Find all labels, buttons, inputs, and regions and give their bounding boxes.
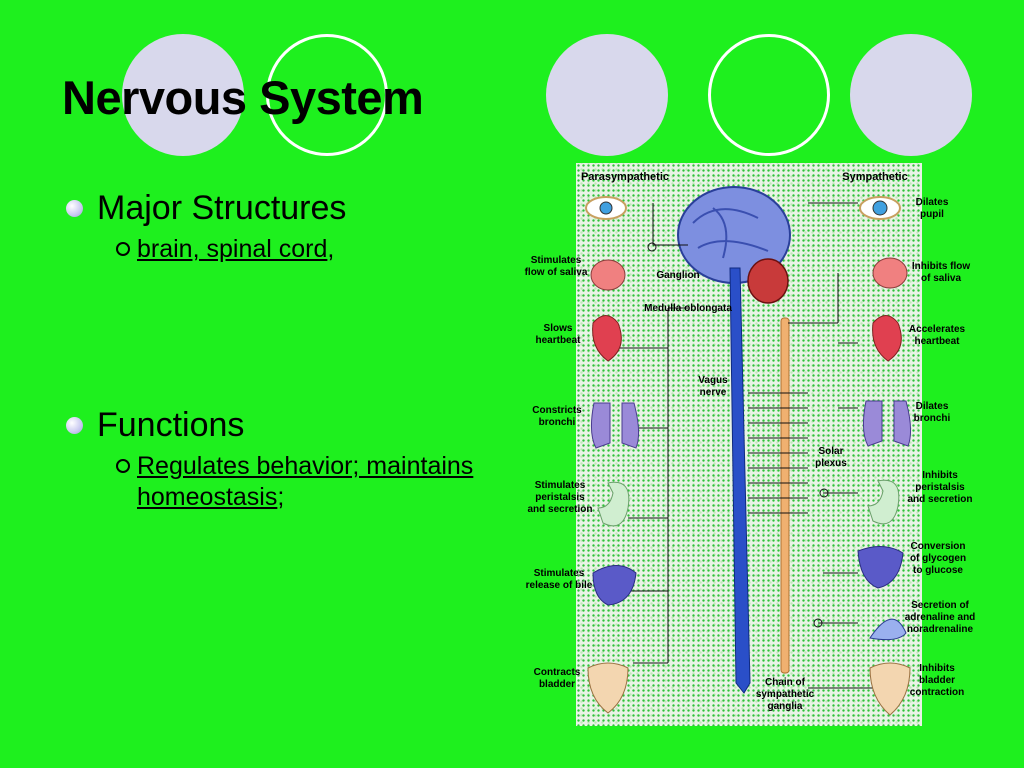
- label-solar-plexus: Solar plexus: [815, 446, 847, 469]
- label-left-heartbeat: Slows heartbeat: [535, 323, 581, 346]
- lungs-icon: [590, 402, 640, 449]
- label-right-bronchi: Dilates bronchi: [913, 401, 951, 424]
- bullet-functions: Functions: [66, 405, 506, 445]
- bullet-dot-icon: [66, 199, 83, 217]
- link-brain-spinal-cord[interactable]: brain, spinal cord: [137, 235, 328, 263]
- label-chain-ganglia: Chain of sympathetic ganglia: [755, 677, 815, 712]
- sub-bullet-ring-icon: [116, 242, 130, 256]
- label-left-saliva: Stimulates flow of saliva: [524, 255, 588, 278]
- liver-icon: [592, 565, 637, 606]
- stomach-icon: [597, 481, 630, 527]
- label-right-adrenaline: Secretion of adrenaline and noradrenalin…: [904, 600, 976, 635]
- header-sympathetic: Sympathetic: [842, 171, 908, 183]
- label-left-peristalsis: Stimulates peristalsis and secretion: [527, 480, 593, 515]
- slide-title: Nervous System: [62, 71, 424, 124]
- decor-ring-1: [266, 34, 388, 156]
- label-vagus-nerve: Vagus nerve: [698, 375, 728, 398]
- liver-icon: [857, 546, 904, 589]
- sub-bullet-ring-icon: [116, 459, 130, 473]
- lungs-icon: [862, 400, 912, 447]
- bullet-label: Functions: [97, 406, 245, 444]
- sympathetic-chain: [780, 317, 790, 674]
- cerebellum-icon: [747, 258, 789, 304]
- bullet-list: Major Structures brain, spinal cord, Fun…: [66, 188, 506, 513]
- label-medulla: Medulla oblongata: [644, 303, 732, 314]
- heart-icon: [872, 315, 902, 362]
- bullet-dot-icon: [66, 416, 83, 434]
- bullet-major-structures: Major Structures: [66, 188, 506, 228]
- label-right-saliva: Inhibits flow of saliva: [911, 261, 971, 284]
- header-parasympathetic: Parasympathetic: [580, 171, 670, 183]
- spinal-cord: [729, 267, 751, 694]
- sub-bullet-structures: brain, spinal cord,: [116, 234, 506, 265]
- sub-bullet-tail: ,: [327, 235, 335, 263]
- heart-icon: [592, 315, 622, 362]
- bladder-icon: [587, 662, 629, 714]
- label-left-bile: Stimulates release of bile: [525, 568, 593, 591]
- stomach-icon: [867, 479, 900, 525]
- label-right-glycogen: Conversion of glycogen to glucose: [909, 541, 967, 576]
- decor-circle-2: [546, 34, 668, 156]
- bladder-icon: [869, 662, 911, 716]
- decor-circle-3: [850, 34, 972, 156]
- label-left-bladder: Contracts bladder: [533, 667, 581, 690]
- decor-circle-1: [122, 34, 244, 156]
- nervous-system-diagram: Parasympathetic Sympathetic Ganglion Med…: [518, 163, 980, 726]
- bullet-label: Major Structures: [97, 189, 347, 227]
- label-ganglion: Ganglion: [656, 270, 700, 281]
- adrenal-gland-icon: [869, 618, 907, 641]
- sub-bullet-tail: ;: [277, 483, 285, 511]
- label-right-bladder: Inhibits bladder contraction: [909, 663, 965, 698]
- label-right-pupil: Dilates pupil: [915, 197, 949, 220]
- salivary-gland-icon: [590, 259, 626, 291]
- diagram-artwork: [585, 186, 912, 716]
- decor-ring-2: [708, 34, 830, 156]
- sub-bullet-functions: Regulates behavior; maintains homeostasi…: [116, 451, 476, 513]
- label-right-heartbeat: Accelerates heartbeat: [908, 324, 966, 347]
- salivary-gland-icon: [872, 257, 908, 289]
- link-regulates-behavior[interactable]: Regulates behavior; maintains homeostasi…: [137, 452, 474, 511]
- label-left-bronchi: Constricts bronchi: [532, 405, 582, 428]
- label-right-peristalsis: Inhibits peristalsis and secretion: [907, 470, 973, 505]
